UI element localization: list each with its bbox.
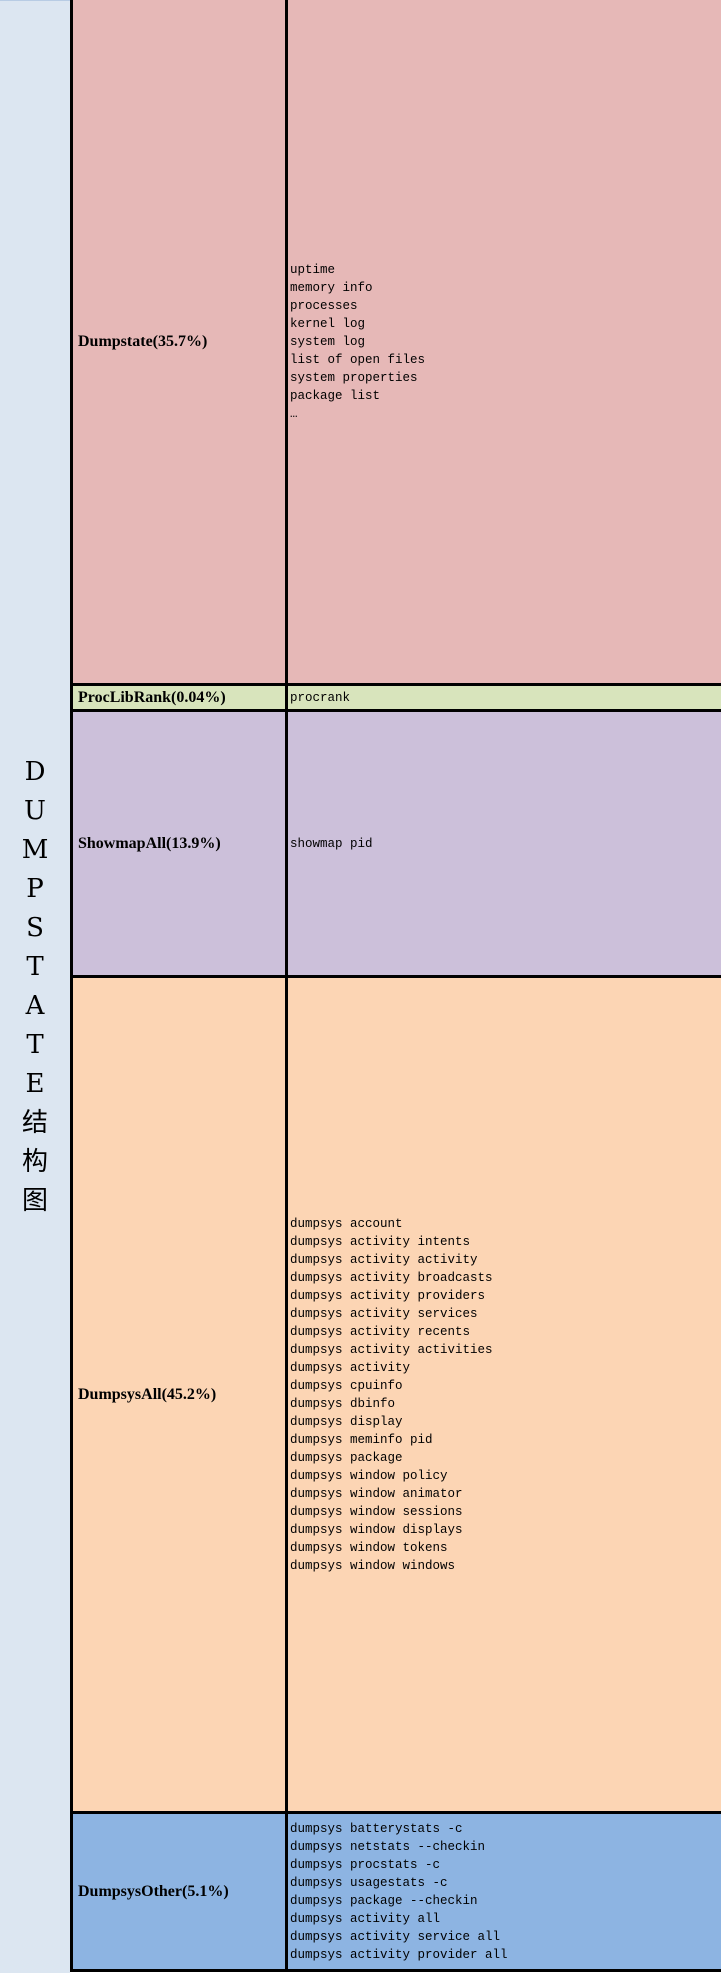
structure-title: DUMPSTATE结构图 [21, 757, 49, 1216]
section-label: DumpsysOther(5.1%) [78, 1882, 229, 1900]
list-item: dumpsys window tokens [290, 1540, 448, 1555]
list-item: showmap pid [290, 836, 373, 851]
list-item: dumpsys activity [290, 1360, 411, 1375]
list-item: dumpsys cpuinfo [290, 1378, 403, 1393]
list-item: dumpsys activity providers [290, 1288, 486, 1303]
list-item: list of open files [290, 352, 426, 367]
structure-title-column: DUMPSTATE结构图 [0, 0, 70, 1973]
list-item: dumpsys activity intents [290, 1234, 471, 1249]
section-items: uptime memory info processes kernel log syst… [290, 261, 425, 423]
list-item: package list [290, 388, 381, 403]
list-item: processes [290, 298, 358, 313]
list-item: dumpsys activity recents [290, 1324, 471, 1339]
list-item: dumpsys meminfo pid [290, 1432, 433, 1447]
list-item: dumpsys package [290, 1450, 403, 1465]
section-items: dumpsys account dumpsys activity intents d… [290, 1215, 493, 1575]
list-item: … [290, 406, 298, 421]
section-dumpsysother: DumpsysOther(5.1%) dumpsys batterystats … [70, 1814, 721, 1972]
list-item: procrank [290, 690, 351, 705]
list-item: dumpsys netstats --checkin [290, 1839, 486, 1854]
list-item: kernel log [290, 316, 366, 331]
list-item: system properties [290, 370, 418, 385]
list-item: dumpsys activity activities [290, 1342, 493, 1357]
list-item: dumpsys activity activity [290, 1252, 478, 1267]
section-label: Dumpstate(35.7%) [78, 332, 208, 350]
list-item: dumpsys usagestats -c [290, 1875, 448, 1890]
list-item: dumpsys window windows [290, 1558, 456, 1573]
list-item: dumpsys activity all [290, 1911, 441, 1926]
list-item: dumpsys account [290, 1216, 403, 1231]
list-item: dumpsys dbinfo [290, 1396, 396, 1411]
section-showmapall: ShowmapAll(13.9%) showmap pid [70, 712, 721, 978]
section-dumpstate: Dumpstate(35.7%) uptime memory info proces… [70, 0, 721, 686]
section-items: procrank [290, 689, 350, 707]
list-item: dumpsys activity provider all [290, 1947, 508, 1962]
section-items: dumpsys batterystats -c dumpsys netstats … [290, 1820, 508, 1964]
list-item: dumpsys procstats -c [290, 1857, 441, 1872]
list-item: memory info [290, 280, 373, 295]
section-label: ShowmapAll(13.9%) [78, 834, 221, 852]
list-item: dumpsys window animator [290, 1486, 463, 1501]
section-label: DumpsysAll(45.2%) [78, 1385, 217, 1403]
section-items: showmap pid [290, 835, 373, 853]
list-item: dumpsys activity services [290, 1306, 478, 1321]
list-item: dumpsys package --checkin [290, 1893, 478, 1908]
list-item: system log [290, 334, 366, 349]
list-item: dumpsys batterystats -c [290, 1821, 463, 1836]
section-proclibrank: ProcLibRank(0.04%) procrank [70, 686, 721, 712]
list-item: dumpsys window displays [290, 1522, 463, 1537]
list-item: dumpsys activity service all [290, 1929, 501, 1944]
list-item: dumpsys window sessions [290, 1504, 463, 1519]
list-item: dumpsys window policy [290, 1468, 448, 1483]
section-label: ProcLibRank(0.04%) [78, 688, 226, 706]
list-item: dumpsys activity broadcasts [290, 1270, 493, 1285]
list-item: uptime [290, 262, 336, 277]
list-item: dumpsys display [290, 1414, 403, 1429]
